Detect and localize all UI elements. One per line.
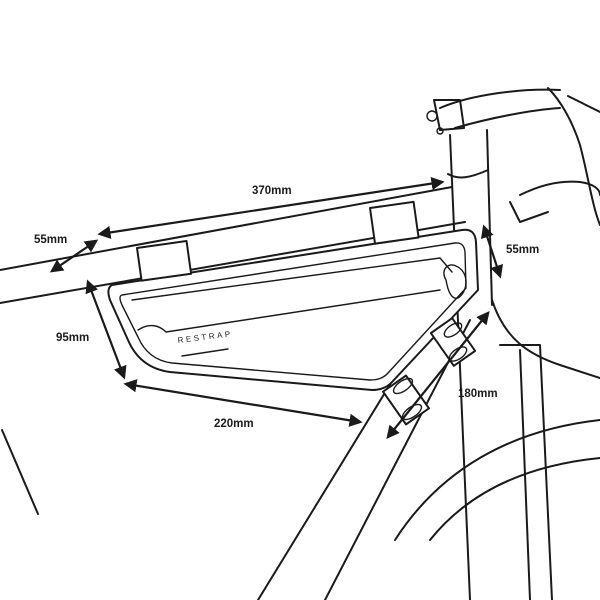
- seat-stay: [1, 429, 39, 515]
- label-top-length: 370mm: [252, 185, 292, 197]
- top-strap-right: [368, 200, 420, 245]
- height-arrow: [85, 279, 127, 380]
- down-tube: [257, 359, 406, 600]
- top-strap-left: [136, 240, 193, 282]
- label-down-tube-length: 180mm: [458, 388, 498, 400]
- top-length-arrow: [97, 177, 445, 239]
- head-tube: [449, 134, 471, 600]
- bag-zip: [131, 257, 453, 301]
- front-wheel: [394, 419, 600, 541]
- dimension-arrows: [49, 177, 503, 440]
- brand-underline: [181, 348, 229, 357]
- label-bottom-length: 220mm: [214, 418, 254, 430]
- top-width-arrow: [49, 239, 99, 273]
- down-tube-length-arrow: [386, 310, 490, 440]
- dimension-labels: 370mm 55mm 95mm 220mm 55mm 180mm: [34, 185, 539, 430]
- stem: [433, 99, 465, 131]
- bottom-length-arrow: [123, 379, 363, 427]
- fork: [491, 299, 600, 379]
- label-height: 95mm: [56, 332, 89, 344]
- zip-pull: [443, 264, 467, 299]
- label-top-width: 55mm: [34, 234, 67, 246]
- label-side-width: 55mm: [506, 244, 539, 256]
- side-width-arrow: [481, 224, 503, 279]
- handlebar: [547, 87, 600, 226]
